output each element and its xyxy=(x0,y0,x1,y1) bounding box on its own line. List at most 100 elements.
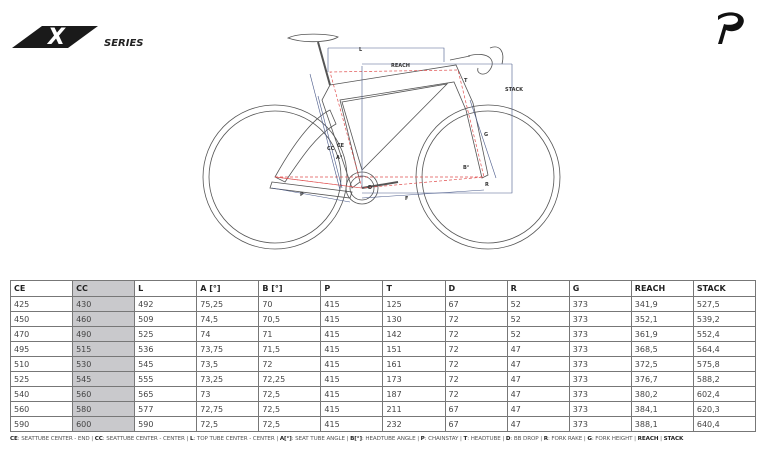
label-f: F xyxy=(405,196,408,202)
table-cell: 151 xyxy=(382,341,446,357)
legend-key: P xyxy=(420,436,425,442)
table-cell: 640,4 xyxy=(692,416,757,432)
table-cell: 72,75 xyxy=(196,401,260,417)
table-cell: 376,7 xyxy=(630,371,694,387)
table-cell: 67 xyxy=(444,296,508,312)
table-cell: 388,1 xyxy=(630,416,694,432)
table-cell: 430 xyxy=(72,296,136,312)
column-header: CC xyxy=(72,280,136,297)
table-cell: 425 xyxy=(9,296,74,312)
table-cell: 173 xyxy=(382,371,446,387)
table-cell: 72,5 xyxy=(258,401,322,417)
table-cell: 47 xyxy=(506,401,570,417)
table-cell: 577 xyxy=(134,401,198,417)
table-cell: 73,5 xyxy=(196,356,260,372)
table-cell: 47 xyxy=(506,416,570,432)
frame xyxy=(321,64,489,189)
table-cell: 552,4 xyxy=(692,326,757,342)
legend-desc: FORK RAKE xyxy=(551,436,583,442)
label-cc: CC xyxy=(327,146,335,152)
table-cell: 560 xyxy=(9,401,74,417)
dimension-lines xyxy=(271,47,513,203)
legend-key: R xyxy=(543,436,548,442)
table-cell: 545 xyxy=(134,356,198,372)
table-cell: 72,5 xyxy=(258,386,322,402)
table-cell: 545 xyxy=(72,371,136,387)
table-cell: 525 xyxy=(134,326,198,342)
table-cell: 373 xyxy=(568,416,632,432)
table-cell: 590 xyxy=(134,416,198,432)
column-header: CE xyxy=(9,280,74,297)
table-cell: 352,1 xyxy=(630,311,694,327)
saddle xyxy=(286,33,339,43)
label-p: P xyxy=(300,192,304,198)
table-cell: 565 xyxy=(134,386,198,402)
table-cell: 72 xyxy=(444,341,508,357)
table-cell: 510 xyxy=(9,356,74,372)
label-t: T xyxy=(464,78,468,84)
table-cell: 527,5 xyxy=(692,296,757,312)
column-header: REACH xyxy=(630,280,694,297)
table-cell: 470 xyxy=(9,326,74,342)
table-cell: 536 xyxy=(134,341,198,357)
table-cell: 384,1 xyxy=(630,401,694,417)
table-cell: 70,5 xyxy=(258,311,322,327)
table-cell: 415 xyxy=(320,296,384,312)
table-cell: 52 xyxy=(506,311,570,327)
table-cell: 373 xyxy=(568,371,632,387)
table-cell: 72 xyxy=(444,311,508,327)
table-cell: 373 xyxy=(568,341,632,357)
table-cell: 72 xyxy=(444,326,508,342)
table-cell: 72 xyxy=(444,386,508,402)
table-cell: 142 xyxy=(382,326,446,342)
table-cell: 372,5 xyxy=(630,356,694,372)
label-reach: REACH xyxy=(391,63,410,69)
table-cell: 588,2 xyxy=(692,371,757,387)
table-cell: 495 xyxy=(9,341,74,357)
legend-key: REACH xyxy=(637,436,659,442)
label-ce: CE xyxy=(337,143,345,149)
table-cell: 415 xyxy=(320,356,384,372)
label-d: D xyxy=(368,185,372,191)
table-cell: 373 xyxy=(568,311,632,327)
table-cell: 211 xyxy=(382,401,446,417)
column-header: L xyxy=(134,280,198,297)
table-cell: 490 xyxy=(72,326,136,342)
legend-desc: BB DROP xyxy=(513,436,539,442)
table-cell: 602,4 xyxy=(692,386,757,402)
table-cell: 361,9 xyxy=(630,326,694,342)
table-cell: 530 xyxy=(72,356,136,372)
table-cell: 539,2 xyxy=(692,311,757,327)
table-cell: 373 xyxy=(568,326,632,342)
legend-key: G xyxy=(587,436,592,442)
legend-key: CE xyxy=(10,436,18,442)
table-cell: 580 xyxy=(72,401,136,417)
table-cell: 515 xyxy=(72,341,136,357)
table-cell: 72 xyxy=(444,356,508,372)
table-cell: 47 xyxy=(506,371,570,387)
table-cell: 72 xyxy=(258,356,322,372)
table-cell: 460 xyxy=(72,311,136,327)
table-cell: 415 xyxy=(320,386,384,402)
column-header: P xyxy=(320,280,384,297)
label-l: L xyxy=(359,47,363,53)
table-cell: 71,5 xyxy=(258,341,322,357)
column-header: T xyxy=(382,280,446,297)
table-cell: 70 xyxy=(258,296,322,312)
table-cell: 509 xyxy=(134,311,198,327)
pinarello-logo-icon xyxy=(718,12,744,45)
table-cell: 415 xyxy=(320,371,384,387)
bike-geometry-diagram: L REACH STACK CC CE A° B° T G P F D R xyxy=(202,33,561,250)
column-header: R xyxy=(506,280,570,297)
label-r: R xyxy=(485,182,489,188)
column-header: G xyxy=(568,280,632,297)
legend-desc: HEADTUBE ANGLE xyxy=(365,436,416,442)
table-cell: 415 xyxy=(320,416,384,432)
table-cell: 52 xyxy=(506,326,570,342)
column-header: B [°] xyxy=(258,280,322,297)
